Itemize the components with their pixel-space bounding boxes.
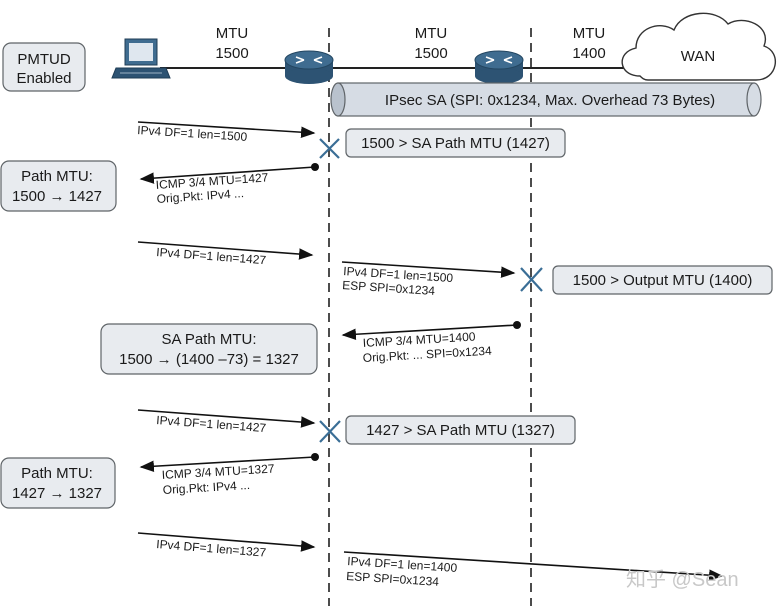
drop-mark-2 xyxy=(520,267,543,292)
msg-9-arrow: IPv4 DF=1 len=1400 ESP SPI=0x1234 xyxy=(343,551,724,589)
svg-text:Orig.Pkt: IPv4 ...: Orig.Pkt: IPv4 ... xyxy=(162,478,250,497)
msg-2-arrow: ICMP 3/4 MTU=1427 Orig.Pkt: IPv4 ... xyxy=(139,163,319,206)
svg-text:MTU: MTU xyxy=(573,25,606,42)
note-sa-path-1: 1500 > SA Path MTU (1427) xyxy=(345,128,566,158)
host-note-path-mtu-2: Path MTU: 1427 → 1327 xyxy=(0,457,116,509)
svg-text:ICMP 3/4 MTU=1400: ICMP 3/4 MTU=1400 xyxy=(362,330,476,350)
svg-text:MTU: MTU xyxy=(415,25,448,42)
msg-4-arrow: IPv4 DF=1 len=1500 ESP SPI=0x1234 xyxy=(342,261,516,298)
msg-3-arrow: IPv4 DF=1 len=1427 xyxy=(137,241,314,267)
svg-text:PMTUD: PMTUD xyxy=(17,51,70,68)
mtu-label-2: MTU 1500 xyxy=(414,25,447,62)
svg-text:1500 → 1427: 1500 → 1427 xyxy=(12,188,102,205)
host-note-sa-path-mtu: SA Path MTU: 1500 → (1400 –73) = 1327 xyxy=(100,323,318,375)
msg-8-arrow: IPv4 DF=1 len=1327 xyxy=(137,532,316,560)
svg-text:1500 > SA Path MTU (1427): 1500 > SA Path MTU (1427) xyxy=(361,135,550,152)
pmtud-enabled-box: PMTUD Enabled xyxy=(2,42,86,92)
svg-text:IPv4 DF=1 len=1427: IPv4 DF=1 len=1427 xyxy=(156,413,267,435)
mtu-label-1: MTU 1500 xyxy=(215,25,248,62)
svg-text:IPsec SA (SPI: 0x1234, Max. Ov: IPsec SA (SPI: 0x1234, Max. Overhead 73 … xyxy=(385,92,715,109)
msg-6-arrow: IPv4 DF=1 len=1427 xyxy=(137,409,316,435)
svg-text:1500: 1500 xyxy=(414,45,447,62)
svg-text:1500 → (1400 –73) = 1327: 1500 → (1400 –73) = 1327 xyxy=(119,351,299,368)
svg-text:ICMP 3/4 MTU=1327: ICMP 3/4 MTU=1327 xyxy=(161,462,275,482)
note-output-mtu: 1500 > Output MTU (1400) xyxy=(552,265,773,295)
svg-text:Enabled: Enabled xyxy=(16,70,71,87)
router1-icon xyxy=(284,50,334,84)
ipsec-tunnel: IPsec SA (SPI: 0x1234, Max. Overhead 73 … xyxy=(330,82,762,117)
host-note-path-mtu-1: Path MTU: 1500 → 1427 xyxy=(0,160,117,212)
svg-text:IPv4 DF=1 len=1327: IPv4 DF=1 len=1327 xyxy=(156,537,267,560)
svg-text:1500 > Output MTU (1400): 1500 > Output MTU (1400) xyxy=(573,272,753,289)
drop-mark-1 xyxy=(319,138,340,159)
msg-7-arrow: ICMP 3/4 MTU=1327 Orig.Pkt: IPv4 ... xyxy=(139,453,319,497)
svg-text:Path MTU:: Path MTU: xyxy=(21,465,93,482)
svg-text:IPv4 DF=1 len=1427: IPv4 DF=1 len=1427 xyxy=(156,245,267,267)
svg-text:Path MTU:: Path MTU: xyxy=(21,168,93,185)
wan-cloud-icon: WAN xyxy=(621,12,777,81)
svg-text:1427 → 1327: 1427 → 1327 xyxy=(12,485,102,502)
router2-icon xyxy=(474,50,524,84)
mtu-label-3: MTU 1400 xyxy=(572,25,605,62)
svg-text:ESP SPI=0x1234: ESP SPI=0x1234 xyxy=(342,278,436,298)
msg-1-arrow: IPv4 DF=1 len=1500 xyxy=(137,121,316,144)
note-sa-path-2: 1427 > SA Path MTU (1327) xyxy=(345,415,576,445)
svg-text:MTU: MTU xyxy=(216,25,249,42)
svg-text:1500: 1500 xyxy=(215,45,248,62)
svg-text:IPv4 DF=1 len=1500: IPv4 DF=1 len=1500 xyxy=(137,123,248,144)
svg-text:Orig.Pkt: IPv4 ...: Orig.Pkt: IPv4 ... xyxy=(156,186,244,206)
msg-5-arrow: ICMP 3/4 MTU=1400 Orig.Pkt: ... SPI=0x12… xyxy=(341,321,521,365)
svg-text:ESP SPI=0x1234: ESP SPI=0x1234 xyxy=(346,569,440,589)
svg-text:1427 > SA Path MTU (1327): 1427 > SA Path MTU (1327) xyxy=(366,422,555,439)
host-computer-icon xyxy=(111,38,171,79)
svg-text:SA Path MTU:: SA Path MTU: xyxy=(161,331,256,348)
svg-text:WAN: WAN xyxy=(681,48,715,65)
drop-mark-3 xyxy=(319,420,341,443)
watermark: 知乎 @Sean xyxy=(626,568,739,591)
svg-text:1400: 1400 xyxy=(572,45,605,62)
svg-text:IPv4 DF=1 len=1400: IPv4 DF=1 len=1400 xyxy=(347,554,458,575)
